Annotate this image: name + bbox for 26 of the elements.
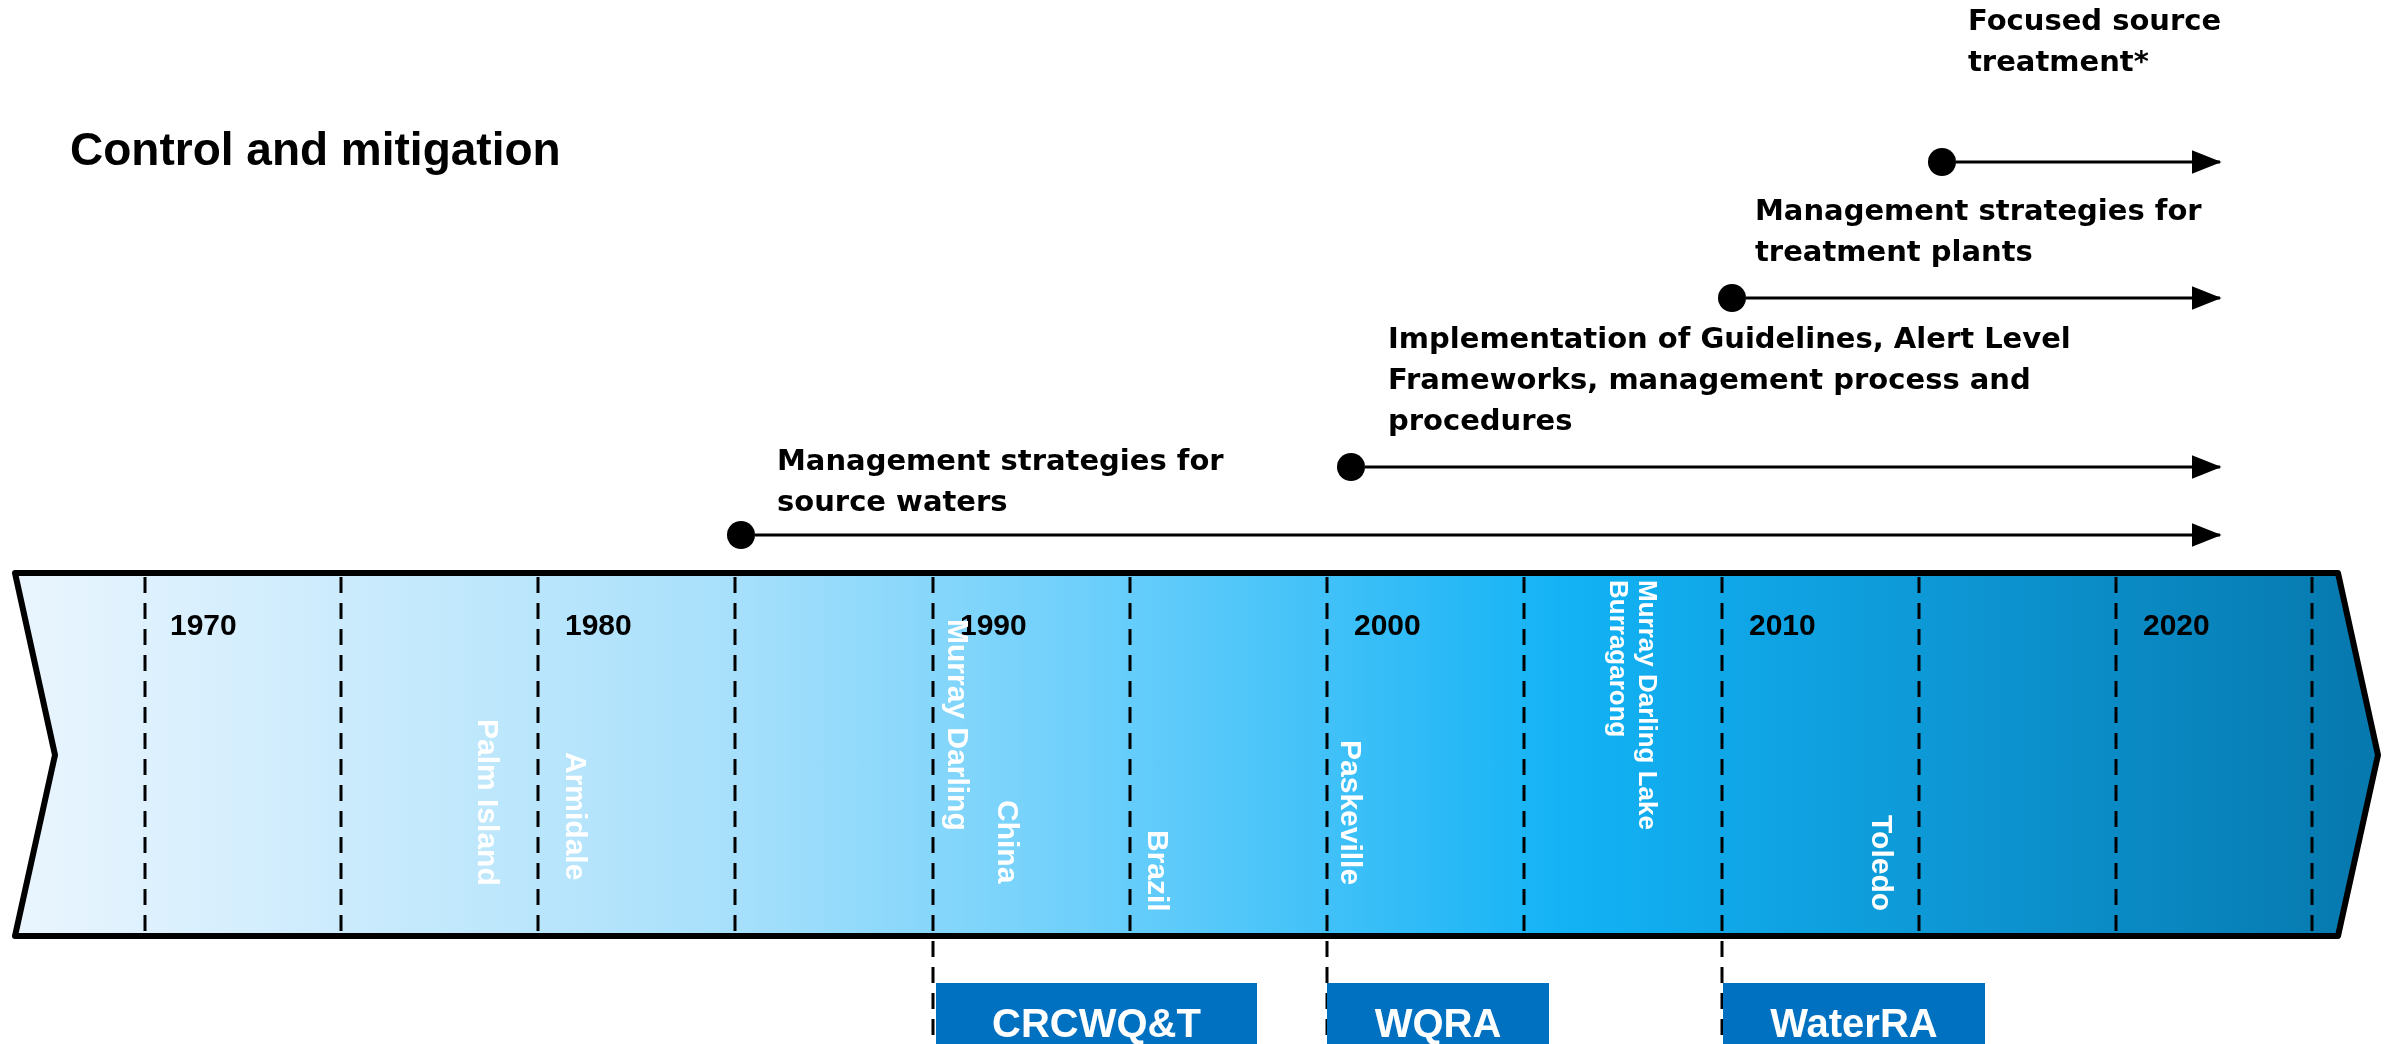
place-label: China	[992, 800, 1024, 884]
place-label: Palm Island	[472, 719, 504, 886]
arrow	[755, 523, 2222, 547]
place-label: Brazil	[1142, 830, 1174, 912]
place-label: Paskeville	[1335, 740, 1367, 886]
place-label: Murray Darling Lake Burragarong	[1604, 580, 1662, 832]
decade-label: 1970	[170, 608, 237, 642]
place-label: Toledo	[1866, 815, 1898, 912]
arrow	[1746, 286, 2222, 310]
edge-label: Implementation of Guidelines, Alert Level Frameworks, management process and procedures	[1388, 320, 2072, 439]
decade-label: 1980	[565, 608, 632, 642]
edge-label: Management strategies for treatment plants	[1755, 192, 2203, 270]
place-label: Armidale	[560, 752, 592, 881]
timeline-start-dot	[1337, 453, 1365, 481]
arrow	[1956, 150, 2222, 174]
edge-label: Management strategies for source waters	[777, 442, 1225, 520]
timeline-start-dot	[1718, 284, 1746, 312]
decade-label: 2020	[2143, 608, 2210, 642]
timeline-start-dot	[1928, 148, 1956, 176]
arrow	[1365, 455, 2222, 479]
diagram-title: Control and mitigation	[70, 122, 561, 176]
edge-label: Focused source treatment*	[1968, 2, 2223, 80]
decade-label: 2010	[1749, 608, 1816, 642]
organisation-box: WaterRA	[1723, 983, 1985, 1044]
timeline-start-dot	[727, 521, 755, 549]
decade-label: 2000	[1354, 608, 1421, 642]
